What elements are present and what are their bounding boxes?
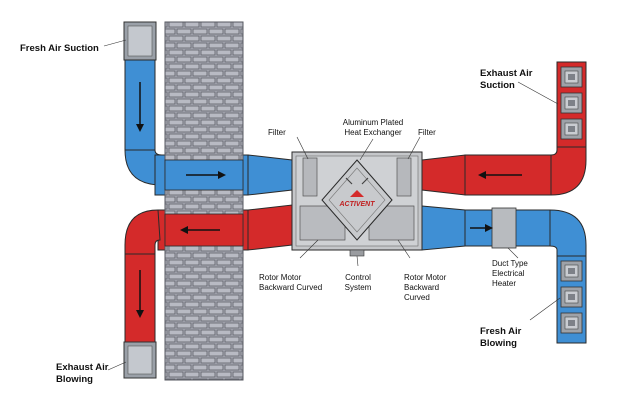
label-fresh-air-blowing: Fresh Air Blowing [480,326,522,349]
flow-arrow-icon [180,226,188,234]
exhaust-air-duct-vertical [124,209,161,343]
label-fresh-air-suction: Fresh Air Suction [20,43,99,54]
label-duct-heater: Duct Type Electrical Heater [492,259,528,288]
label-rotor-motor-right: Rotor Motor Backward Curved [404,273,447,302]
label-filter-right: Filter [418,128,436,137]
label-heat-exchanger: Aluminum Plated Heat Exchanger [342,118,404,137]
flow-arrow-icon [136,310,144,318]
grille-icon [560,312,583,334]
grille-icon [560,286,583,308]
fresh-air-blowing-grilles [560,260,583,334]
label-control-system: Control System [344,273,372,292]
flow-arrow-icon [485,224,493,232]
fresh-air-suction-intake [123,21,157,61]
filter-left [302,157,318,197]
exhaust-air-blowing-outlet [123,341,157,379]
flow-arrow-icon [218,171,226,179]
label-exhaust-air-blowing: Exhaust Air Blowing [56,362,109,385]
control-box [349,249,365,257]
flow-arrow-icon [136,124,144,132]
grille-icon [560,260,583,282]
svg-text:ACTIVENT: ACTIVENT [339,201,376,208]
heat-exchanger-core [321,159,393,241]
heat-recovery-unit: ACTIVENT [291,151,423,257]
filter-right [396,157,412,197]
grille-icon [560,92,583,114]
duct-heater-box [491,207,517,249]
leader-lines [103,39,561,371]
flow-arrow-icon [478,171,486,179]
fresh-air-duct-vertical [124,59,163,186]
exhaust-air-suction-grilles [560,66,583,140]
grille-icon [560,118,583,140]
brand-logo-icon: ACTIVENT [339,190,376,208]
label-rotor-motor-left: Rotor Motor Backward Curved [259,273,323,292]
brick-wall [164,21,244,381]
label-filter-left: Filter [268,128,286,137]
label-exhaust-air-suction: Exhaust Air Suction [480,68,533,91]
grille-icon [560,66,583,88]
